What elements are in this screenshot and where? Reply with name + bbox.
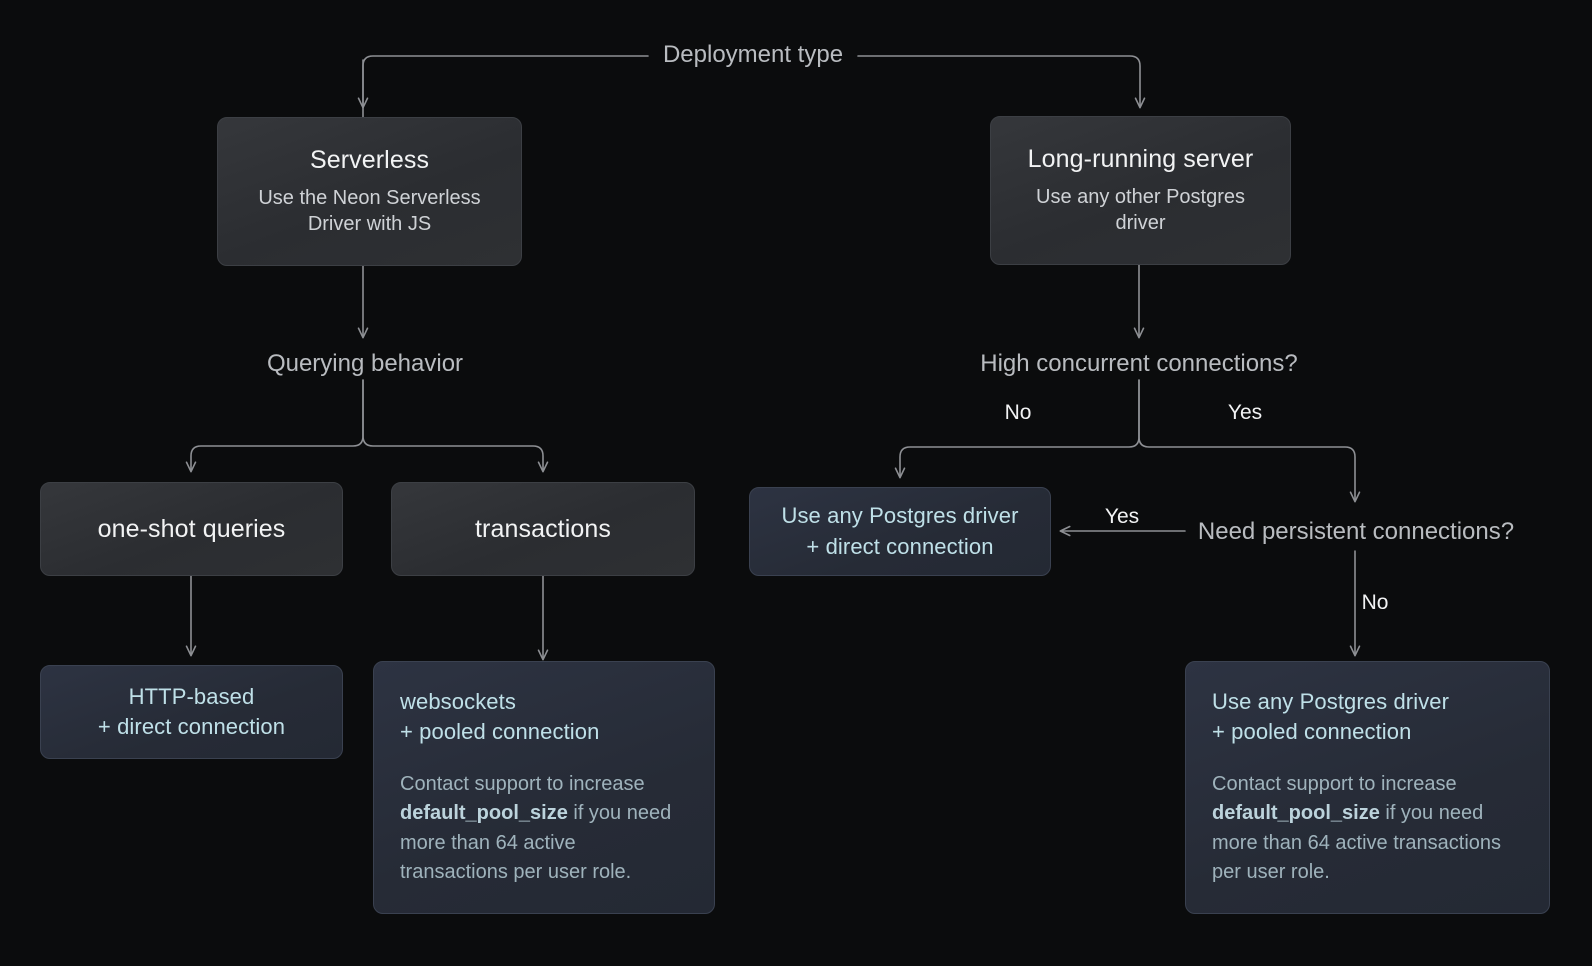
node-websockets-note: Contact support to increase default_pool…	[400, 770, 688, 888]
edge-label-concurrency-yes: Yes	[1227, 401, 1263, 424]
wire-querying-to-transactions	[362, 379, 543, 471]
node-websockets-pooled-connection[interactable]: websockets + pooled connection Contact s…	[373, 661, 715, 914]
node-http-direct-line1: HTTP-based	[128, 683, 255, 709]
wire-root-right	[857, 55, 1140, 107]
node-pg-pooled-note-code: default_pool_size	[1212, 802, 1380, 825]
node-long-running-server-title: Long-running server	[1027, 145, 1254, 174]
node-websockets-note-after: if you need more than 64 active transact…	[400, 802, 672, 884]
node-pg-pooled-line2: + pooled connection	[1212, 719, 1412, 745]
edge-label-persistent-yes: Yes	[1104, 505, 1140, 528]
node-pg-driver-direct-line1: Use any Postgres driver	[781, 503, 1019, 529]
node-pg-driver-direct-connection[interactable]: Use any Postgres driver + direct connect…	[749, 487, 1051, 576]
node-websockets-note-before: Contact support to increase	[400, 772, 645, 795]
node-one-shot-queries-title: one-shot queries	[97, 514, 286, 543]
node-pg-driver-pooled-connection[interactable]: Use any Postgres driver + pooled connect…	[1185, 661, 1550, 914]
wire-querying-to-oneshot	[191, 379, 364, 471]
wire-root-left	[362, 55, 649, 118]
node-pg-pooled-line1: Use any Postgres driver	[1212, 688, 1450, 714]
node-pg-pooled-note-before: Contact support to increase	[1212, 772, 1457, 795]
node-pg-pooled-note-after: if you need more than 64 active transact…	[1212, 802, 1502, 884]
node-http-direct-connection[interactable]: HTTP-based + direct connection	[40, 665, 343, 759]
node-long-running-server-subtitle: Use any other Postgres driver	[1036, 185, 1245, 235]
node-serverless-subtitle: Use the Neon Serverless Driver with JS	[258, 186, 481, 236]
edge-label-persistent-no: No	[1361, 591, 1389, 614]
edge-label-concurrency-no: No	[1004, 401, 1032, 424]
node-serverless-title: Serverless	[309, 146, 430, 175]
node-websockets-note-code: default_pool_size	[400, 802, 568, 825]
node-transactions-title: transactions	[475, 514, 611, 543]
node-serverless[interactable]: Serverless Use the Neon Serverless Drive…	[217, 117, 522, 266]
decision-querying-behavior: Querying behavior	[266, 350, 464, 377]
node-pg-driver-direct-line2: + direct connection	[806, 533, 994, 559]
root-label-deployment-type: Deployment type	[662, 41, 844, 68]
node-http-direct-line2: + direct connection	[97, 714, 286, 739]
decision-high-concurrent-connections: High concurrent connections?	[980, 350, 1298, 377]
node-websockets-line1: websockets	[400, 688, 516, 714]
wire-concurrency-no	[900, 379, 1140, 477]
wire-concurrency-yes	[1138, 379, 1355, 501]
decision-need-persistent-connections: Need persistent connections?	[1197, 518, 1515, 545]
node-pg-pooled-note: Contact support to increase default_pool…	[1212, 770, 1523, 888]
node-websockets-line2: + pooled connection	[400, 719, 600, 745]
node-one-shot-queries[interactable]: one-shot queries	[40, 482, 343, 576]
node-transactions[interactable]: transactions	[391, 482, 695, 576]
node-long-running-server[interactable]: Long-running server Use any other Postgr…	[990, 116, 1291, 265]
